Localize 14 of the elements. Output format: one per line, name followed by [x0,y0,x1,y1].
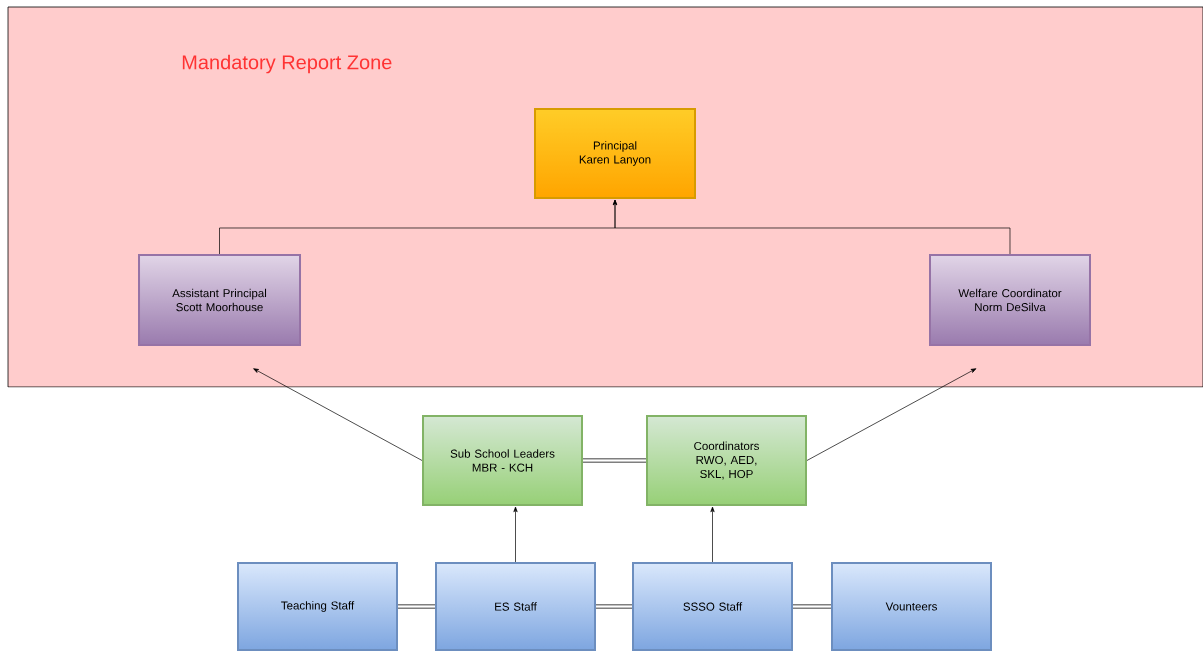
process-box: Assistant Principal Scott Moorhouse [138,254,301,346]
process-box: Teaching Staff [237,562,398,651]
process-box: Vounteers [831,562,992,651]
arrow [253,368,423,461]
process-box: ES Staff [435,562,596,651]
process-box: Principal Karen Lanyon [534,108,696,199]
arrow [710,506,715,563]
process-box: SSSO Staff [632,562,793,651]
arrow [612,199,1011,255]
process-box: Sub School Leaders MBR - KCH [422,415,583,506]
process-box: Coordinators RWO, AED, SKL, HOP [646,415,807,506]
arrow [806,368,977,461]
process-box: Welfare Coordinator Norm DeSilva [929,254,1091,346]
arrow [513,506,518,563]
